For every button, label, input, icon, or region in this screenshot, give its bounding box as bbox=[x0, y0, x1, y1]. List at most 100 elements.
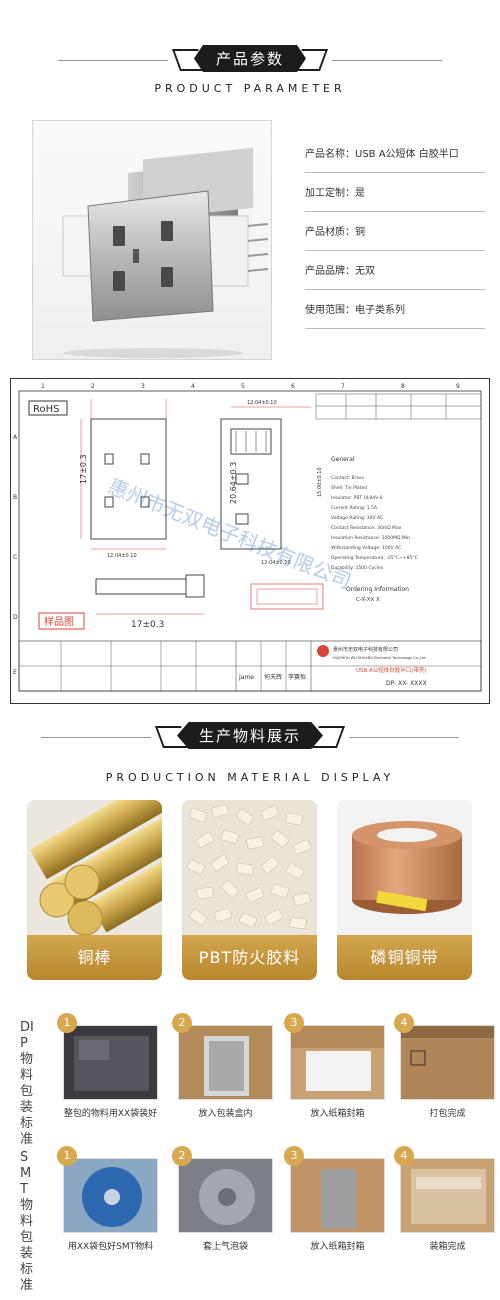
spec-line: Current Rating: 1.5A bbox=[331, 505, 378, 511]
spec-line: Contact: Brass bbox=[331, 475, 364, 481]
dip-step-4: 4 打包完成 bbox=[394, 1013, 495, 1119]
spec-value: USB A公短体 白胶半口 bbox=[355, 149, 459, 160]
dimension-label: 15.00±0.10 bbox=[317, 467, 323, 497]
spec-value: 电子类系列 bbox=[355, 305, 405, 316]
grid-label: 7 bbox=[341, 383, 345, 390]
step-number: 3 bbox=[284, 1146, 304, 1166]
dimension-label: 17±0.3 bbox=[131, 620, 164, 630]
divider-line bbox=[349, 737, 459, 738]
step-caption: 放入包装盒内 bbox=[198, 1109, 253, 1119]
smt-step-1: 1 用XX袋包好SMT物料 bbox=[57, 1146, 158, 1252]
grid-label: 3 bbox=[141, 383, 145, 390]
divider-line bbox=[40, 737, 151, 738]
divider-line bbox=[57, 60, 168, 61]
step-caption: 打包完成 bbox=[429, 1109, 466, 1119]
smt-step-4: 4 装箱完成 bbox=[394, 1146, 495, 1252]
package-box-photo bbox=[179, 1026, 272, 1099]
step-number: 3 bbox=[284, 1013, 304, 1033]
step-caption: 整包的物料用XX袋装好 bbox=[63, 1109, 158, 1119]
step-photo bbox=[63, 1158, 158, 1233]
grid-label: C bbox=[13, 554, 17, 561]
spec-row-custom: 加工定制：是 bbox=[305, 173, 485, 212]
material-card-pbt: PBT防火胶料 bbox=[182, 800, 317, 980]
material-card-copper-rod: 铜棒 bbox=[27, 800, 162, 980]
dip-step-2: 2 放入包装盒内 bbox=[172, 1013, 273, 1119]
signature-approved: 李赛怡 bbox=[288, 673, 306, 681]
ordering-info: Ordering Information bbox=[346, 586, 409, 593]
pbt-pellets-photo bbox=[182, 800, 317, 935]
spec-key: 产品名称： bbox=[305, 149, 355, 160]
ordering-code: C-X-XX X bbox=[356, 597, 380, 603]
signature-drawn: Jame bbox=[238, 674, 254, 681]
production-material-header: 生产物料展示 PRODUCTION MATERIAL DISPLAY bbox=[0, 722, 500, 784]
step-photo bbox=[290, 1158, 385, 1233]
anti-static-bag-photo bbox=[64, 1026, 157, 1099]
spec-key: 加工定制： bbox=[305, 188, 355, 199]
dimension-label: 17±0.3 bbox=[79, 454, 88, 484]
spec-row-scope: 使用范围：电子类系列 bbox=[305, 290, 485, 329]
dimension-label: 12.04±0.10 bbox=[261, 560, 291, 566]
copper-rod-photo bbox=[27, 800, 162, 935]
carton-photo bbox=[291, 1026, 384, 1099]
spec-value: 铜 bbox=[355, 227, 365, 238]
step-number: 2 bbox=[172, 1146, 192, 1166]
spec-line: Insulator: PBT UL94V-0 bbox=[331, 495, 383, 501]
spec-line: Insulation Resistance: 1000MΩ Min bbox=[331, 535, 410, 541]
reel-bag-photo bbox=[64, 1159, 157, 1232]
usb-connector-illustration bbox=[62, 147, 269, 358]
step-number: 4 bbox=[394, 1146, 414, 1166]
section-subtitle: PRODUCTION MATERIAL DISPLAY bbox=[105, 771, 395, 784]
packed-carton-photo bbox=[401, 1159, 494, 1232]
step-photo bbox=[290, 1025, 385, 1100]
spec-key: 产品材质： bbox=[305, 227, 355, 238]
signature-checked: 何天辉 bbox=[264, 673, 282, 681]
company-logo bbox=[317, 645, 329, 657]
spec-line: Voltage Rating: 30V AC bbox=[331, 515, 383, 521]
step-number: 1 bbox=[57, 1146, 77, 1166]
grid-label: 2 bbox=[91, 383, 95, 390]
sample-label: 样品图 bbox=[44, 615, 74, 628]
dip-step-3: 3 放入纸箱封箱 bbox=[284, 1013, 385, 1119]
grid-label: 5 bbox=[241, 383, 245, 390]
section-banner: 产品参数 bbox=[57, 45, 442, 72]
dip-packing-title: DIP物料包装标准 bbox=[20, 1020, 34, 1147]
grid-label: D bbox=[13, 614, 18, 621]
smt-step-2: 2 套上气泡袋 bbox=[172, 1146, 273, 1252]
grid-label: 9 bbox=[456, 383, 460, 390]
grid-label: E bbox=[13, 669, 17, 676]
spec-line: Withstanding Voltage: 100V AC bbox=[331, 545, 401, 551]
step-caption: 放入纸箱封箱 bbox=[310, 1242, 365, 1252]
section-title: 生产物料展示 bbox=[176, 722, 323, 749]
section-subtitle: PRODUCT PARAMETER bbox=[154, 82, 346, 95]
step-number: 4 bbox=[394, 1013, 414, 1033]
spec-key: 使用范围： bbox=[305, 305, 355, 316]
sealed-carton-photo bbox=[401, 1026, 494, 1099]
carton-photo bbox=[291, 1159, 384, 1232]
spec-row-brand: 产品品牌：无双 bbox=[305, 251, 485, 290]
step-photo bbox=[178, 1025, 273, 1100]
step-photo bbox=[63, 1025, 158, 1100]
rohs-mark: RoHS bbox=[33, 404, 59, 415]
copper-strip-photo bbox=[337, 800, 472, 935]
grid-label: B bbox=[13, 494, 17, 501]
spec-line: Contact Resistance: 30mΩ Max bbox=[331, 525, 402, 531]
dimension-label: 20.64±0.3 bbox=[229, 462, 238, 504]
product-parameter-header: 产品参数 PRODUCT PARAMETER bbox=[0, 45, 500, 95]
spec-value: 是 bbox=[355, 188, 365, 199]
technical-drawing: 1 2 3 4 5 6 7 8 9 A B C D E RoHS 17±0.3 bbox=[10, 378, 490, 704]
smt-step-3: 3 放入纸箱封箱 bbox=[284, 1146, 385, 1252]
general-title: General bbox=[331, 456, 355, 463]
dip-step-1: 1 整包的物料用XX袋装好 bbox=[57, 1013, 158, 1119]
section-title: 产品参数 bbox=[193, 45, 306, 72]
step-caption: 放入纸箱封箱 bbox=[310, 1109, 365, 1119]
grid-label: A bbox=[13, 434, 18, 441]
spec-line: Durability: 1500 Cycles bbox=[331, 565, 384, 571]
spec-line: Shell: Tin Plated bbox=[331, 485, 367, 491]
grid-label: 1 bbox=[41, 383, 45, 390]
spec-row-material: 产品材质：铜 bbox=[305, 212, 485, 251]
divider-line bbox=[332, 60, 442, 61]
grid-label: 6 bbox=[291, 383, 295, 390]
grid-label: 4 bbox=[191, 383, 195, 390]
step-number: 1 bbox=[57, 1013, 77, 1033]
step-caption: 套上气泡袋 bbox=[202, 1242, 248, 1252]
